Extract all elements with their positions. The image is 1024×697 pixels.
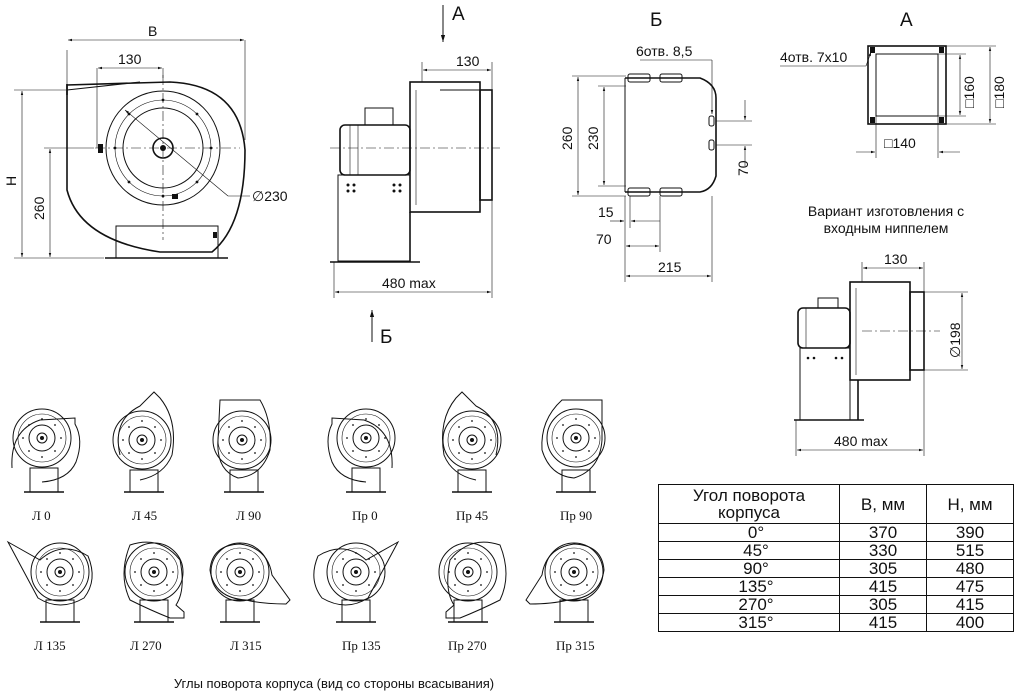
label-pr315: Пр 315 [556, 638, 595, 653]
dim-length-max-label: 480 max [382, 275, 436, 291]
nipple-caption-line1: Вариант изготовления с [808, 203, 964, 219]
rotation-l90 [212, 399, 272, 493]
nipple-dim-198-label: ∅198 [947, 322, 963, 358]
header-h: H, мм [926, 484, 1014, 524]
header-angle: Угол поворота корпуса [658, 484, 840, 524]
base-view: Б 6отв. 8,5 260 230 70 15 [559, 10, 752, 282]
rotation-l270 [123, 541, 185, 623]
rotation-l0 [11, 408, 81, 493]
table-row: 0° 370 390 [658, 523, 1014, 542]
table-header-row: Угол поворота корпуса B, мм H, мм [658, 484, 1014, 524]
dim-inlet-offset-label: 130 [118, 51, 142, 67]
header-b: B, мм [839, 484, 927, 524]
view-arrow-b-label: Б [380, 327, 392, 348]
dim-diameter-label: ∅230 [252, 188, 288, 204]
rotation-l315 [209, 542, 291, 623]
nipple-caption-line2: входным ниппелем [824, 220, 949, 236]
dim-height-outer-label: 260 [559, 126, 575, 150]
label-pr0: Пр 0 [352, 508, 378, 523]
table-row: 135° 415 475 [658, 577, 1014, 596]
rotation-l135 [6, 540, 93, 623]
label-pr135: Пр 135 [342, 638, 381, 653]
flange-view-title: A [900, 10, 913, 31]
flange-holes-label: 4отв. 7x10 [780, 49, 847, 65]
label-l90: Л 90 [236, 508, 261, 523]
label-l315: Л 315 [230, 638, 262, 653]
dim-inlet-length-label: 130 [456, 53, 480, 69]
front-view: B 130 H 260 ∅230 [3, 23, 288, 259]
nipple-dim-130-label: 130 [884, 251, 908, 267]
dim-axis-height-label: 260 [31, 196, 47, 220]
dim-70-right-label: 70 [735, 160, 751, 176]
table-row: 315° 415 400 [658, 613, 1014, 632]
label-l135: Л 135 [34, 638, 66, 653]
dim-180-label: □180 [991, 76, 1007, 108]
dimensions-table: Угол поворота корпуса B, мм H, мм 0° 370… [658, 484, 1014, 632]
rotation-pr0 [327, 408, 396, 493]
nipple-dim-length-label: 480 max [834, 433, 888, 449]
nipple-variant-view: Вариант изготовления с входным ниппелем … [794, 203, 968, 456]
label-pr270: Пр 270 [448, 638, 487, 653]
rotation-pr315 [525, 542, 605, 623]
label-pr90: Пр 90 [560, 508, 592, 523]
dim-b-label: B [148, 23, 157, 39]
table-row: 90° 305 480 [658, 559, 1014, 578]
dim-h-label: H [3, 176, 19, 186]
rotations-caption: Углы поворота корпуса (вид со стороны вс… [174, 676, 494, 691]
rotation-pr90 [541, 399, 606, 493]
table-row: 270° 305 415 [658, 595, 1014, 614]
rotation-pr270 [438, 541, 507, 623]
table-row: 45° 330 515 [658, 541, 1014, 560]
dim-215-label: 215 [658, 259, 682, 275]
dim-140-label: □140 [884, 135, 916, 151]
dim-height-inner-label: 230 [585, 126, 601, 150]
label-l45: Л 45 [132, 508, 157, 523]
dim-70-bottom-label: 70 [596, 231, 612, 247]
base-view-title: Б [650, 10, 662, 31]
label-l270: Л 270 [130, 638, 162, 653]
label-pr45: Пр 45 [456, 508, 488, 523]
dim-15-label: 15 [598, 204, 614, 220]
flange-view: A 4отв. 7x10 □160 □180 □140 [780, 10, 1007, 158]
label-l0: Л 0 [32, 508, 51, 523]
view-arrow-a-label: A [452, 4, 465, 25]
rotation-l45 [112, 391, 174, 493]
side-view: A Б 130 480 max [330, 4, 500, 348]
rotation-pr135 [313, 540, 400, 623]
dim-160-label: □160 [961, 76, 977, 108]
dim-holes-label: 6отв. 8,5 [636, 43, 693, 59]
rotation-pr45 [442, 391, 502, 493]
